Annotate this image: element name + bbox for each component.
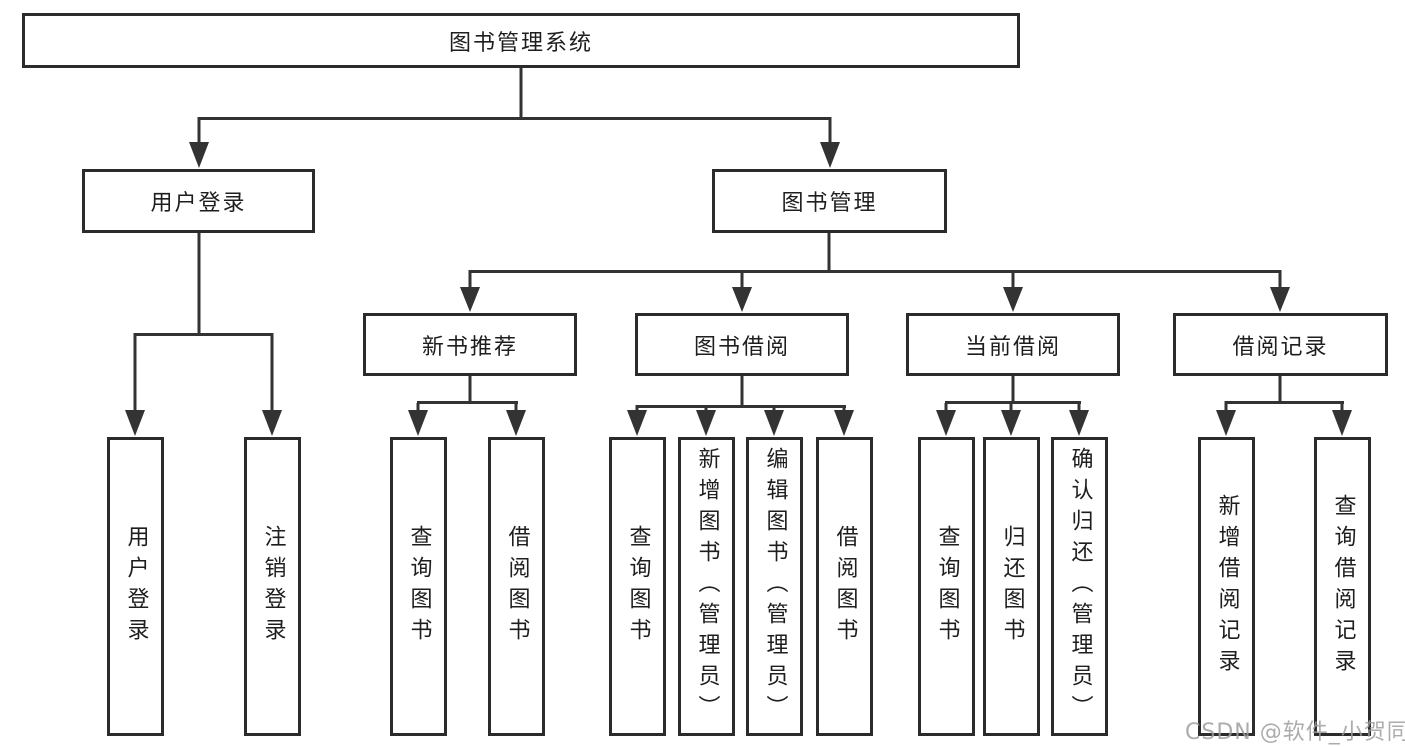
arrow-down-icon [696,410,716,436]
arrow-down-icon [408,410,428,436]
arrow-down-icon [936,410,956,436]
arrow-down-icon [820,142,840,168]
arrow-down-icon [1069,410,1089,436]
node-label: 借阅图书 [504,524,530,649]
node-edit-books-admin: 编辑图书（管理员） [746,437,803,736]
node-user-login: 用户登录 [82,169,315,233]
node-label: 借阅图书 [832,524,858,649]
node-book-borrow: 图书借阅 [635,313,849,376]
node-user-login-leaf: 用户登录 [107,437,164,736]
node-confirm-return-admin: 确认归还（管理员） [1051,437,1108,736]
node-label: 当前借阅 [964,334,1061,360]
node-label: 用户登录 [150,191,247,216]
node-label: 用户登录 [123,524,149,649]
arrow-down-icon [834,410,854,436]
node-query-books-2: 查询图书 [609,437,666,736]
node-label: 查询图书 [625,524,651,649]
node-label: 借阅记录 [1232,334,1329,360]
arrow-down-icon [1332,410,1352,436]
arrow-down-icon [262,410,282,436]
connector-borrow-records-children [1224,376,1344,412]
node-borrow-books-1: 借阅图书 [488,437,545,736]
arrow-down-icon [1003,287,1023,312]
arrow-down-icon [627,410,647,436]
connector-book-management-groups [468,233,1282,289]
arrow-down-icon [1001,410,1021,436]
node-logout: 注销登录 [244,437,301,736]
node-query-books-1: 查询图书 [390,437,447,736]
node-label: 注销登录 [260,524,286,649]
node-new-book-recommend: 新书推荐 [363,313,577,376]
node-query-books-3: 查询图书 [918,437,975,736]
node-label: 编辑图书（管理员） [762,447,788,726]
arrow-down-icon [1216,410,1236,436]
connector-root-to-level2 [197,68,832,144]
node-query-borrow-record: 查询借阅记录 [1314,437,1371,736]
node-label: 查询图书 [406,524,432,649]
connector-user-login-children [133,233,274,412]
arrow-down-icon [460,287,480,312]
node-label: 新书推荐 [421,334,518,360]
node-current-borrow: 当前借阅 [906,313,1120,376]
connector-book-borrow-children [635,376,846,412]
node-label: 图书管理 [781,191,878,216]
node-book-management: 图书管理 [712,169,947,233]
node-add-borrow-record: 新增借阅记录 [1198,437,1255,736]
node-borrow-books-2: 借阅图书 [816,437,873,736]
connector-new-book-recommend-children [416,376,518,412]
node-return-books: 归还图书 [983,437,1040,736]
csdn-watermark: CSDN @软件_小贺同学 [1185,720,1405,745]
node-label: 新增借阅记录 [1214,493,1240,680]
node-label: 图书借阅 [693,334,790,360]
node-library-management-system: 图书管理系统 [22,13,1020,68]
node-add-books-admin: 新增图书（管理员） [678,437,735,736]
node-label: 归还图书 [999,524,1025,649]
node-label: 确认归还（管理员） [1067,447,1093,726]
node-label: 图书管理系统 [448,30,593,56]
node-label: 查询借阅记录 [1330,493,1356,680]
arrow-down-icon [125,410,145,436]
arrow-down-icon [1270,287,1290,312]
arrow-down-icon [506,410,526,436]
node-label: 查询图书 [934,524,960,649]
arrow-down-icon [189,142,209,168]
arrow-down-icon [732,287,752,312]
node-label: 新增图书（管理员） [694,447,720,726]
node-borrow-records: 借阅记录 [1173,313,1388,376]
arrow-down-icon [764,410,784,436]
connector-current-borrow-children [944,376,1081,412]
